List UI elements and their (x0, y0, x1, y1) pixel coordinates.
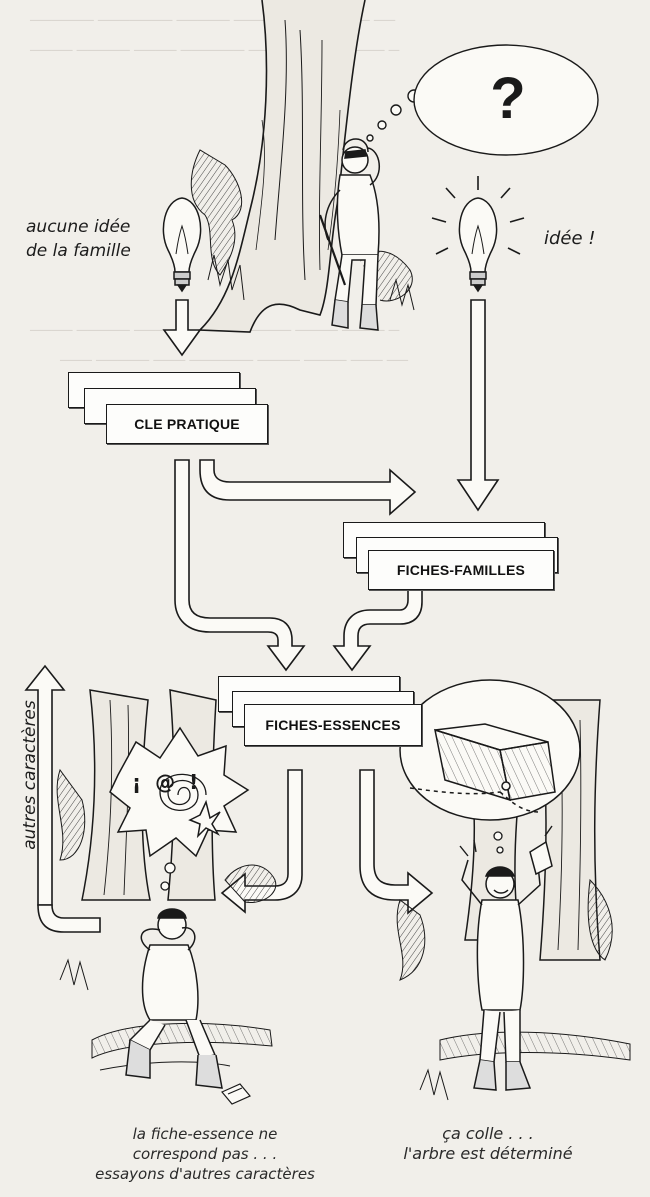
goal-bubble (399, 679, 581, 821)
question-mark: ? (490, 66, 526, 131)
bulb-rays (431, 176, 525, 255)
caption-success-line2: l'arbre est déterminé (403, 1144, 573, 1163)
caption-fail-line1: la fiche-essence ne (132, 1125, 278, 1143)
background-bleed-text: ─── ───── ─── ────── ──── ──── ─── ── (60, 352, 408, 369)
card-fiches-familles: FICHES-FAMILLES (368, 550, 554, 590)
label-no-idea-line1: aucune idée (26, 217, 131, 237)
label-other-characters: autres caractères (20, 700, 40, 850)
caption-fail-line2: correspond pas . . . (132, 1145, 278, 1163)
caption-fail-line3: essayons d'autres caractères (95, 1165, 315, 1183)
celebration-rays (459, 825, 553, 857)
bulb-off (162, 197, 202, 293)
sad-person (125, 908, 223, 1089)
card-cle-pratique: CLE PRATIQUE (106, 404, 268, 444)
card-fiches-essences: FICHES-ESSENCES (244, 704, 422, 746)
confused-symbols: ¡@! (132, 770, 213, 794)
caption-fail: la fiche-essence ne correspond pas . . .… (80, 1124, 330, 1184)
burst-tail-dots (160, 862, 176, 891)
explorer-thinking (318, 138, 380, 331)
label-idea: idée ! (544, 228, 596, 249)
label-no-idea-line2: de la famille (26, 241, 131, 261)
dropped-book (221, 1083, 251, 1105)
goal-bubble-tail (493, 831, 504, 854)
top-tree (198, 0, 366, 333)
caption-success-line1: ça colle . . . (442, 1124, 534, 1143)
label-no-idea: aucune idée de la famille (26, 215, 166, 263)
bulb-on (458, 197, 498, 293)
caption-success: ça colle . . . l'arbre est déterminé (378, 1124, 598, 1164)
happy-person (461, 840, 553, 1091)
confused-burst (109, 726, 250, 858)
thought-bubbles (366, 44, 599, 156)
